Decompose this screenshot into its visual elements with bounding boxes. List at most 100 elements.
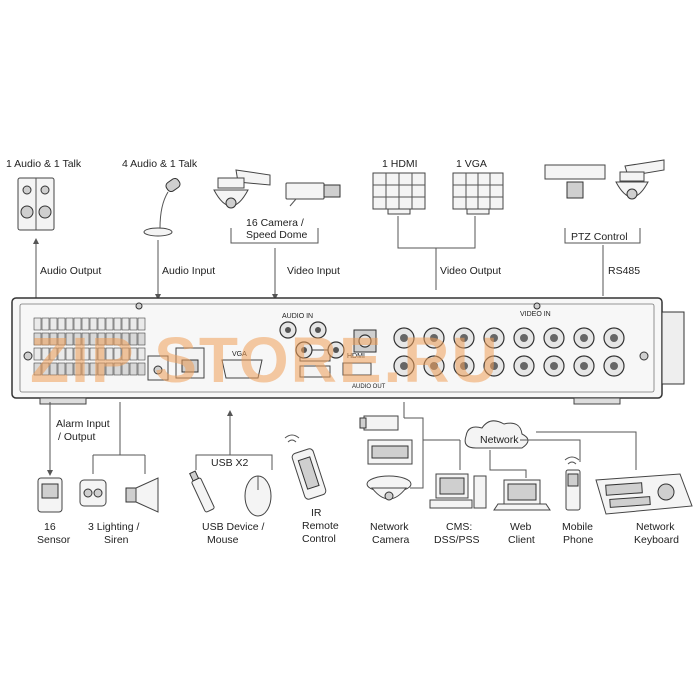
usb-device-label-1: USB Device /: [202, 521, 265, 533]
network-dome-camera-icon: [366, 475, 412, 501]
audio-in-ports: [279, 321, 345, 359]
lighting-label-1: 3 Lighting /: [88, 521, 139, 533]
laptop-icon: [493, 479, 551, 511]
terminal-pin: [65, 347, 74, 361]
usb-device-label-2: Mouse: [207, 534, 239, 546]
hdmi-label: 1 HDMI: [382, 158, 418, 170]
ir-label-2: Remote: [302, 520, 339, 532]
usb-stick-icon: [189, 470, 215, 513]
terminal-pin: [121, 347, 130, 361]
alarm-label-2: / Output: [58, 431, 95, 443]
terminal-pin: [33, 317, 42, 331]
mobile-label-1: Mobile: [562, 521, 593, 533]
terminal-pin: [73, 362, 82, 376]
audio-input-port-label: Audio Input: [162, 265, 215, 277]
video-in-ports: [393, 327, 625, 377]
web-label-1: Web: [510, 521, 532, 533]
terminal-pin: [105, 332, 114, 346]
watermark: ZIP STORE.RU: [30, 324, 500, 396]
microphone-icon: [143, 177, 181, 237]
terminal-pin: [81, 317, 90, 331]
terminal-pin: [129, 362, 138, 376]
terminal-pin: [73, 332, 82, 346]
camera-label-2: Speed Dome: [246, 229, 307, 241]
network-keyboard-icon: [595, 473, 693, 515]
ir-label-1: IR: [311, 507, 322, 519]
vga-monitor-icon: [452, 172, 504, 215]
terminal-pin: [41, 317, 50, 331]
terminal-pin: [41, 332, 50, 346]
terminal-pin: [49, 362, 58, 376]
alarm-terminal-block: [33, 317, 146, 376]
vga-port-icon: VGA: [221, 351, 263, 379]
terminal-pin: [105, 317, 114, 331]
siren-icon: [125, 477, 159, 513]
ptz-decoder-icon: [544, 164, 606, 199]
speed-dome-icon: [213, 169, 271, 209]
terminal-pin: [33, 347, 42, 361]
terminal-pin: [121, 317, 130, 331]
box-camera-icon: [285, 182, 341, 207]
audio4-label: 4 Audio & 1 Talk: [122, 158, 198, 170]
terminal-pin: [113, 347, 122, 361]
vga-label: 1 VGA: [456, 158, 487, 170]
video-output-port-label: Video Output: [440, 265, 501, 277]
terminal-pin: [89, 332, 98, 346]
terminal-pin: [97, 332, 106, 346]
terminal-pin: [129, 317, 138, 331]
audio-output-port-label: Audio Output: [40, 265, 101, 277]
terminal-pin: [33, 332, 42, 346]
camera-label-1: 16 Camera /: [246, 217, 304, 229]
cms-label-1: CMS:: [446, 521, 472, 533]
terminal-pin: [97, 362, 106, 376]
terminal-pin: [81, 332, 90, 346]
network-camera-label-2: Camera: [372, 534, 410, 546]
terminal-pin: [89, 362, 98, 376]
mouse-icon: [244, 475, 272, 517]
terminal-pin: [73, 317, 82, 331]
network-camera-label-1: Network: [370, 521, 409, 533]
terminal-pin: [65, 362, 74, 376]
light-icon: [79, 479, 107, 507]
video-input-port-label: Video Input: [287, 265, 340, 277]
terminal-pin: [73, 347, 82, 361]
sensor-label-2: Sensor: [37, 534, 71, 546]
keyboard-label-1: Network: [636, 521, 675, 533]
terminal-pin: [49, 317, 58, 331]
web-label-2: Client: [508, 534, 535, 546]
terminal-pin: [129, 332, 138, 346]
terminal-pin: [113, 362, 122, 376]
terminal-pin: [113, 317, 122, 331]
alarm-label-1: Alarm Input: [56, 418, 110, 430]
ptz-label: PTZ Control: [571, 231, 628, 243]
terminal-pin: [105, 362, 114, 376]
sensor-icon: [37, 477, 63, 513]
ir-label-3: Control: [302, 533, 336, 545]
usb-x2-label: USB X2: [211, 457, 249, 469]
ethernet-port-icon: [175, 347, 205, 379]
terminal-pin: [137, 362, 146, 376]
video-in-label: VIDEO IN: [520, 311, 551, 318]
ptz-dome-icon: [615, 159, 665, 200]
terminal-pin: [49, 347, 58, 361]
terminal-pin: [57, 317, 66, 331]
network-box-camera-icon: [359, 415, 413, 465]
speaker-icon: [17, 177, 55, 231]
terminal-pin: [41, 347, 50, 361]
terminal-pin: [89, 347, 98, 361]
vga-port-label: VGA: [232, 351, 247, 358]
terminal-pin: [137, 332, 146, 346]
terminal-pin: [65, 332, 74, 346]
terminal-pin: [33, 362, 42, 376]
terminal-pin: [137, 317, 146, 331]
terminal-pin: [97, 347, 106, 361]
terminal-pin: [57, 332, 66, 346]
hdmi-port-label: HDMI: [347, 353, 365, 360]
network-cloud-icon: [464, 420, 529, 449]
terminal-pin: [137, 347, 146, 361]
audio-out-port-label: AUDIO OUT: [352, 384, 386, 390]
terminal-pin: [81, 362, 90, 376]
terminal-pin: [41, 362, 50, 376]
terminal-pin: [81, 347, 90, 361]
